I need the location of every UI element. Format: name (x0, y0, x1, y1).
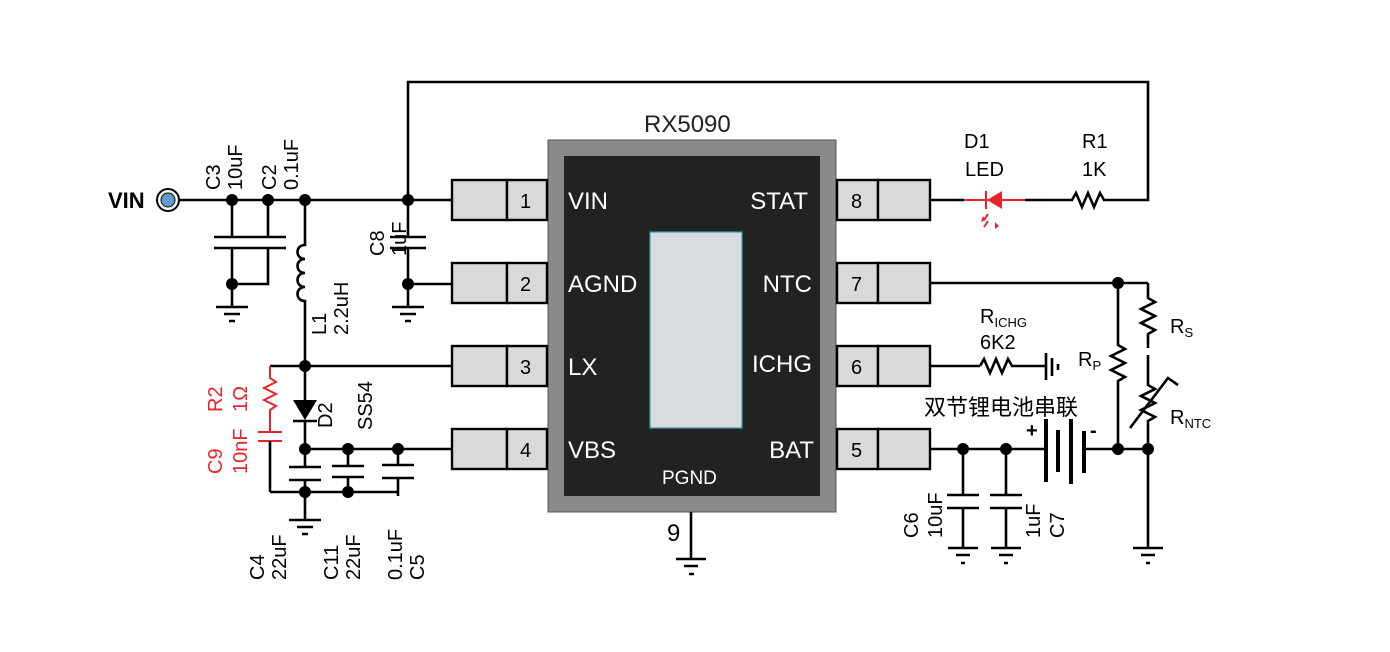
r2-ref: R2 (205, 386, 227, 412)
c3-value: 10uF (225, 144, 247, 190)
junction (342, 486, 354, 498)
pin-number: 7 (851, 274, 862, 296)
capacitor-c6 (947, 449, 979, 565)
l1-ref: L1 (309, 313, 331, 335)
resistor-richg (978, 353, 1060, 380)
junction (1112, 443, 1124, 455)
pin-number-9: 9 (667, 520, 680, 547)
pin-number: 8 (851, 191, 862, 213)
battery-minus: - (1090, 420, 1097, 442)
c11-value: 22uF (343, 534, 365, 580)
pin-number: 5 (851, 440, 862, 462)
pin-number: 1 (520, 191, 531, 213)
wire-top-loop (406, 80, 1150, 202)
r1-ref: R1 (1082, 131, 1108, 153)
pin-number: 6 (851, 357, 862, 379)
inductor-l1 (296, 200, 307, 366)
c6-ref: C6 (901, 512, 923, 538)
pin-number: 3 (520, 357, 531, 379)
c2-ref: C2 (259, 164, 281, 190)
c4-value: 22uF (269, 534, 291, 580)
pin-name-ntc: NTC (763, 271, 812, 298)
r1-value: 1K (1082, 159, 1107, 181)
pin-6[interactable]: 6 (835, 344, 932, 388)
c6-value: 10uF (925, 492, 947, 538)
pin-name-stat: STAT (750, 188, 808, 215)
vin-terminal[interactable] (156, 188, 180, 212)
c11-ref: C11 (321, 545, 343, 580)
capacitor-c4 (289, 449, 321, 492)
rp-ref: RP (1078, 349, 1101, 373)
vin-label: VIN (108, 188, 145, 213)
c2-value: 0.1uF (281, 139, 303, 190)
ground-icon (289, 492, 321, 536)
c5-value: 0.1uF (385, 529, 407, 580)
pin-name-vbs: VBS (568, 437, 616, 464)
pin-4[interactable]: 4 (450, 427, 549, 471)
capacitor-c7 (990, 449, 1022, 565)
d2-value: SS54 (355, 381, 377, 430)
pin-number: 2 (520, 274, 531, 296)
chip-title: RX5090 (644, 111, 731, 138)
ground-icon (216, 284, 248, 323)
c7-ref: C7 (1047, 512, 1069, 538)
c9-ref: C9 (205, 448, 227, 474)
thermistor-rntc (1128, 355, 1179, 449)
c7-value: 1uF (1023, 504, 1045, 538)
pin-3[interactable]: 3 (450, 344, 549, 388)
rntc-ref: RNTC (1170, 407, 1211, 431)
rs-ref: RS (1170, 316, 1193, 340)
r2-value: 1Ω (230, 386, 252, 412)
c5-ref: C5 (407, 554, 429, 580)
c4-ref: C4 (247, 554, 269, 580)
richg-ref: RICHG (980, 306, 1027, 330)
l1-value: 2.2uH (331, 282, 353, 335)
capacitor-c3 (214, 200, 250, 284)
d1-ref: D1 (964, 131, 990, 153)
d1-value: LED (965, 159, 1004, 181)
resistor-rp (1108, 283, 1128, 449)
battery-icon (1044, 419, 1086, 484)
ground-icon (392, 284, 424, 323)
ground-icon (676, 512, 706, 576)
pin-8[interactable]: 8 (835, 178, 932, 222)
diode-d2 (293, 366, 317, 449)
pin-2[interactable]: 2 (450, 261, 549, 305)
resistor-rs (1138, 283, 1158, 348)
c8-ref: C8 (367, 230, 389, 256)
c3-ref: C3 (203, 164, 225, 190)
capacitor-c5 (382, 449, 414, 496)
thermal-pad (649, 231, 743, 429)
pin-name-agnd: AGND (568, 271, 637, 298)
pin-name-pgnd: PGND (662, 468, 717, 489)
battery-label: 双节锂电池串联 (924, 396, 1078, 421)
pin-1[interactable]: 1 (450, 178, 549, 222)
d2-ref: D2 (315, 402, 337, 428)
capacitor-c11 (332, 449, 364, 492)
pin-name-vin: VIN (568, 188, 608, 215)
capacitor-c2 (232, 200, 286, 286)
pin-name-bat: BAT (769, 437, 814, 464)
battery-plus: + (1026, 420, 1038, 442)
resistor-r1 (1060, 189, 1124, 211)
c8-value: 1uF (389, 222, 411, 256)
ground-icon (1133, 449, 1163, 565)
pin-7[interactable]: 7 (835, 261, 932, 305)
richg-value: 6K2 (980, 332, 1016, 354)
led-d1 (964, 191, 1025, 229)
pin-name-ichg: ICHG (752, 351, 812, 378)
pin-5[interactable]: 5 (835, 427, 932, 471)
pin-name-lx: LX (568, 354, 597, 381)
resistor-r2 (258, 366, 282, 492)
pin-number: 4 (520, 440, 531, 462)
capacitor-c8 (390, 200, 455, 286)
c9-value: 10nF (230, 428, 252, 474)
